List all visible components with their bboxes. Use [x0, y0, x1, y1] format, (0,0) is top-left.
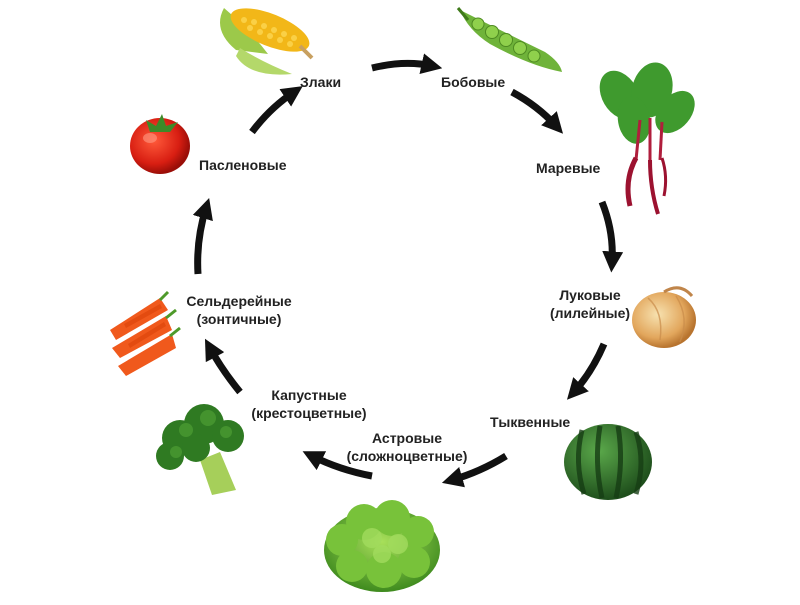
label-selderey: Сельдерейные (зонтичные) [174, 292, 304, 328]
label-kapustnye-alt: (крестоцветные) [251, 405, 367, 421]
label-selderey-name: Сельдерейные [186, 293, 292, 309]
label-bobovye: Бобовые [441, 74, 506, 90]
label-astrovye-name: Астровые [371, 430, 443, 446]
label-astrovye-alt: (сложноцветные) [346, 448, 468, 464]
label-kapustnye: Капустные (крестоцветные) [234, 386, 384, 422]
label-astrovye: Астровые (сложноцветные) [332, 429, 482, 465]
peas-illustration [456, 7, 562, 72]
label-marevye: Маревые [536, 160, 601, 176]
arrow-marevye-to-lukovye [598, 200, 624, 273]
label-selderey-alt: (зонтичные) [196, 311, 282, 327]
arrow-kapustnye-to-selderey [204, 338, 243, 395]
tomato-illustration [130, 114, 190, 174]
label-lukovye-name: Луковые [559, 287, 621, 303]
label-tykvennye: Тыквенные [490, 414, 571, 430]
arrow-lukovye-to-tykvennye [566, 342, 608, 400]
broccoli-illustration [156, 404, 244, 495]
carrots-illustration [110, 290, 181, 376]
arrow-astrovye-to-kapustnye [302, 451, 373, 480]
arrow-paslenovye-to-zlaki [249, 86, 303, 135]
label-zlaki: Злаки [300, 74, 342, 90]
onion-illustration [632, 286, 696, 348]
label-lukovye: Луковые (лилейные) [545, 286, 635, 322]
watermelon-illustration [564, 424, 652, 500]
corn-illustration [220, 8, 314, 75]
label-kapustnye-name: Капустные [271, 387, 347, 403]
label-paslenovye: Пасленовые [199, 157, 287, 173]
lettuce-illustration [324, 500, 440, 592]
beet-illustration [599, 62, 695, 215]
arrow-selderey-to-paslenovye [192, 197, 213, 275]
label-lukovye-alt: (лилейные) [549, 305, 631, 321]
arrow-zlaki-to-bobovye [371, 53, 443, 74]
arrow-tykvennye-to-astrovye [441, 453, 508, 488]
arrow-bobovye-to-marevye [510, 88, 564, 134]
